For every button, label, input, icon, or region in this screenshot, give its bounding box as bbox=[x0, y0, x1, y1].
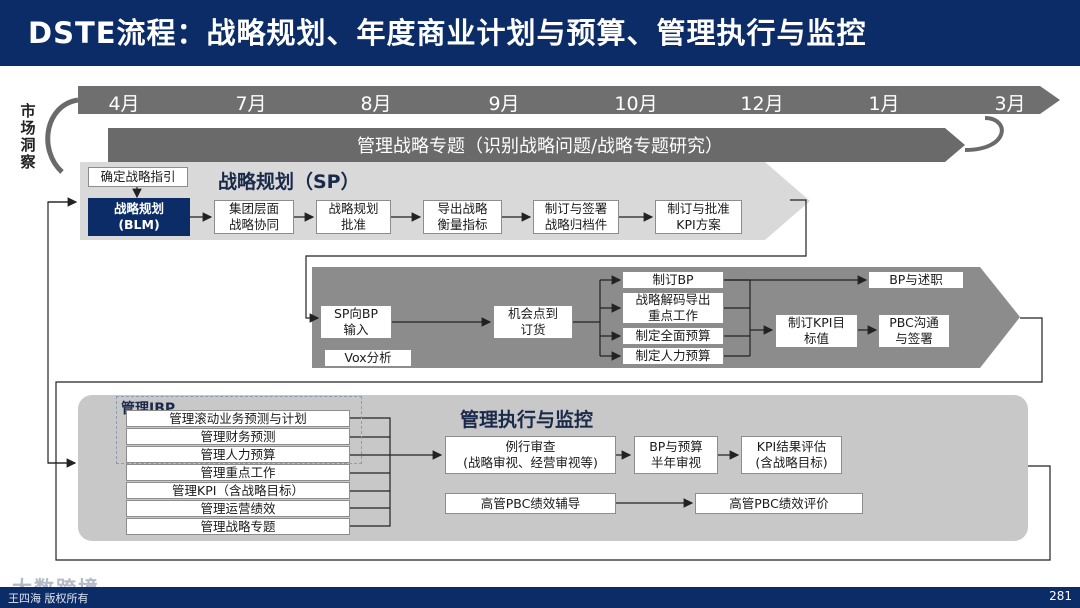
pbc-sign-box: PBC沟通 与签署 bbox=[878, 314, 950, 348]
loop-bp-exec bbox=[55, 317, 1051, 561]
blm-box: 战略规划 (BLM) bbox=[88, 198, 190, 236]
pbc-eval-box: 高管PBC绩效评价 bbox=[695, 493, 863, 514]
ibp-group bbox=[116, 396, 362, 464]
sp-step: 导出战略 衡量指标 bbox=[423, 200, 502, 234]
pbc-coach-box: 高管PBC绩效辅导 bbox=[445, 493, 616, 514]
copyright-text: 王四海 版权所有 bbox=[8, 592, 89, 605]
timeline-month: 4月 bbox=[108, 93, 140, 115]
exec-list-item: 管理KPI（含战略目标） bbox=[126, 482, 350, 499]
exec-list-item: 管理滚动业务预测与计划 bbox=[126, 410, 350, 427]
parallel-box: 制定全面预算 bbox=[622, 327, 724, 345]
loop-sp-bp bbox=[305, 199, 807, 323]
half-year-box: BP与预算 半年审视 bbox=[634, 436, 718, 474]
sp-step: 制订与批准 KPI方案 bbox=[655, 200, 742, 234]
sp-step: 集团层面 战略协同 bbox=[214, 200, 294, 234]
exec-title: 管理执行与监控 bbox=[460, 409, 594, 431]
kpi-target-box: 制订KPI目 标值 bbox=[775, 314, 858, 348]
sp-title: 战略规划（SP） bbox=[218, 171, 360, 193]
exec-list-item: 管理财务预测 bbox=[126, 428, 350, 445]
page-number: 281 bbox=[1049, 589, 1072, 603]
timeline-month: 12月 bbox=[740, 93, 784, 115]
timeline-month: 1月 bbox=[868, 93, 900, 115]
opportunity-box: 机会点到 订货 bbox=[493, 305, 573, 339]
exec-list-item: 管理人力预算 bbox=[126, 446, 350, 463]
market-curve bbox=[45, 97, 79, 174]
parallel-box: 战略解码导出 重点工作 bbox=[622, 292, 724, 324]
timeline-month: 8月 bbox=[360, 93, 392, 115]
sp-to-bp-box: SP向BP 输入 bbox=[320, 305, 392, 339]
topic-arrow-label: 管理战略专题（识别战略问题/战略专题研究） bbox=[356, 136, 724, 157]
exec-list-item: 管理重点工作 bbox=[126, 464, 350, 481]
bp-report-box: BP与述职 bbox=[868, 271, 964, 289]
timeline-month: 10月 bbox=[614, 93, 658, 115]
title-bar bbox=[0, 0, 1080, 66]
parallel-box: 制定人力预算 bbox=[622, 347, 724, 365]
timeline-month: 7月 bbox=[235, 93, 267, 115]
sp-step: 制订与签署 战略归档件 bbox=[533, 200, 619, 234]
timeline-month: 3月 bbox=[994, 93, 1026, 115]
parallel-box: 制订BP bbox=[622, 271, 724, 289]
timeline-month: 9月 bbox=[488, 93, 520, 115]
kpi-eval-box: KPI结果评估 (含战略目标) bbox=[741, 436, 842, 474]
return-curve bbox=[964, 116, 1004, 152]
review-box: 例行审查 (战略审视、经营审视等) bbox=[445, 436, 616, 474]
loop-left bbox=[47, 201, 75, 464]
topic-arrow bbox=[108, 128, 965, 162]
vox-box: Vox分析 bbox=[324, 349, 412, 367]
sp-step: 战略规划 批准 bbox=[316, 200, 391, 234]
exec-list-item: 管理运营绩效 bbox=[126, 500, 350, 517]
footer-bar bbox=[0, 587, 1080, 608]
timeline-arrow bbox=[78, 86, 1060, 114]
market-insight-label: 市场洞察 bbox=[20, 102, 36, 171]
guideline-box: 确定战略指引 bbox=[88, 167, 188, 187]
page-title: DSTE流程：战略规划、年度商业计划与预算、管理执行与监控 bbox=[28, 16, 867, 50]
exec-list-item: 管理战略专题 bbox=[126, 518, 350, 535]
